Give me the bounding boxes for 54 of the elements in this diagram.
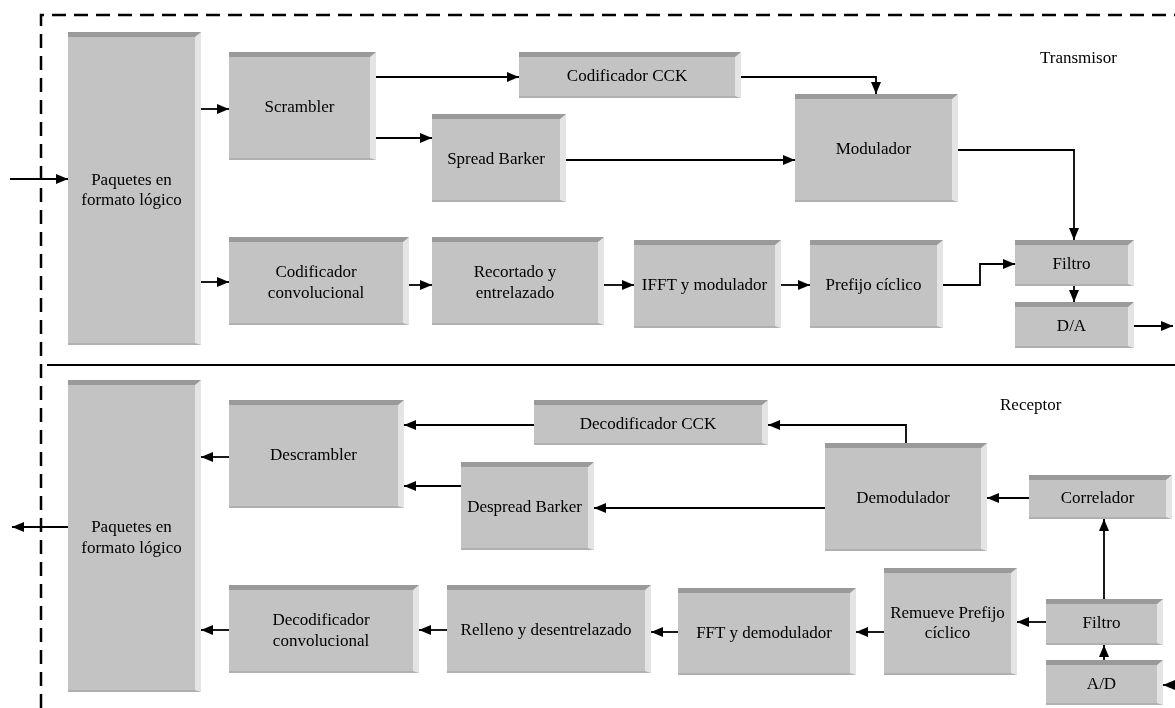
process-box: FFT y demodulador <box>678 588 856 675</box>
arrow <box>375 133 433 143</box>
process-box: Remueve Prefijo cíclico <box>884 568 1017 675</box>
process-box: Prefijo cíclico <box>810 240 943 328</box>
arrow <box>603 280 635 290</box>
process-box: IFFT y modulador <box>634 240 781 328</box>
arrow <box>403 481 462 491</box>
process-box: Decodificador CCK <box>534 400 768 445</box>
process-box: Filtro <box>1046 599 1163 645</box>
arrow <box>1016 617 1047 627</box>
process-box: Recortado y entrelazado <box>432 237 604 325</box>
arrow <box>11 522 69 532</box>
process-box: Codificador CCK <box>519 52 741 98</box>
process-box: Demodulador <box>825 443 987 551</box>
process-box: Decodificador convolucional <box>229 585 419 673</box>
arrow <box>408 280 433 290</box>
process-box: Relleno y desentrelazado <box>447 585 651 673</box>
process-box: Codificador convolucional <box>229 237 409 325</box>
arrow <box>593 503 826 513</box>
process-box: Scrambler <box>229 52 376 160</box>
arrow <box>200 277 230 287</box>
arrow <box>1162 680 1175 690</box>
process-box: Despread Barker <box>461 462 594 550</box>
process-box: Paquetes en formato lógico <box>68 380 201 692</box>
process-box: Paquetes en formato lógico <box>68 32 201 345</box>
process-box: Descrambler <box>229 400 404 508</box>
arrow <box>650 627 679 637</box>
arrow <box>418 625 448 635</box>
arrow <box>375 72 520 82</box>
arrow <box>1099 518 1109 600</box>
arrow <box>1069 285 1079 303</box>
section-title: Transmisor <box>1040 48 1117 68</box>
process-box: D/A <box>1015 302 1134 348</box>
arrow <box>403 420 535 430</box>
process-box: Correlador <box>1029 475 1172 519</box>
section-title: Receptor <box>1000 395 1062 415</box>
arrow <box>957 149 1079 241</box>
arrow <box>1133 321 1174 331</box>
process-box: A/D <box>1046 660 1163 705</box>
arrow <box>740 76 881 95</box>
arrow <box>855 627 885 637</box>
arrow <box>942 259 1016 286</box>
process-box: Modulador <box>795 94 958 202</box>
arrow <box>200 452 230 462</box>
process-box: Filtro <box>1015 240 1134 286</box>
arrow <box>200 625 230 635</box>
arrow <box>9 174 69 184</box>
process-box: Spread Barker <box>432 114 566 202</box>
arrow <box>767 420 907 444</box>
arrow <box>1099 644 1109 661</box>
arrow <box>565 155 796 165</box>
arrow <box>780 280 811 290</box>
arrow <box>986 493 1030 503</box>
arrow <box>200 104 230 114</box>
